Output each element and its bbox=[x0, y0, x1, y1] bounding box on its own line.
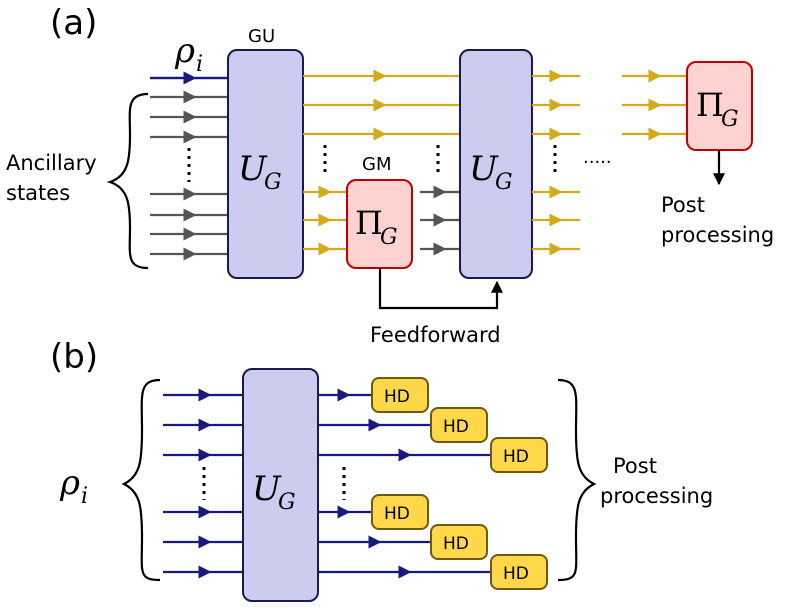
feedforward-arrow bbox=[378, 268, 503, 310]
panel-b-left-brace bbox=[121, 378, 161, 582]
projector-box-1: Π G bbox=[346, 179, 413, 269]
hd-detector-4: HD bbox=[371, 494, 429, 530]
panel-b-input-wires bbox=[163, 388, 243, 579]
feedforward-label: Feedforward bbox=[370, 323, 501, 347]
panel-b-unitary-symbol: U bbox=[252, 469, 282, 509]
hd-2-label: HD bbox=[443, 417, 469, 437]
hd-1-label: HD bbox=[384, 387, 410, 407]
panel-b-unitary-box: U G bbox=[242, 368, 319, 602]
post-processing-a-line2: processing bbox=[661, 223, 774, 247]
hd-3-label: HD bbox=[503, 447, 529, 467]
continuation-dots: ····· bbox=[583, 152, 612, 173]
ancilla-brace bbox=[106, 92, 149, 270]
rho-subscript: i bbox=[196, 52, 203, 77]
panel-a-final-wires bbox=[622, 69, 687, 141]
hd-detector-3: HD bbox=[490, 437, 548, 473]
panel-a-middle-wires bbox=[303, 69, 460, 256]
unitary-box-1: U G bbox=[227, 49, 304, 279]
hd-6-label: HD bbox=[503, 564, 529, 584]
ancillary-label-line2: states bbox=[6, 181, 70, 205]
hd-4-label: HD bbox=[384, 504, 410, 524]
ancillary-label-line1: Ancillary bbox=[6, 151, 97, 175]
hd-5-label: HD bbox=[443, 534, 469, 554]
panel-a-label: (a) bbox=[50, 3, 97, 43]
hd-detector-5: HD bbox=[430, 524, 488, 560]
unitary-2-subscript: G bbox=[495, 170, 513, 195]
rho-symbol: ρ bbox=[174, 31, 195, 71]
projector-2-subscript: G bbox=[721, 107, 739, 132]
panel-a-output-wires bbox=[532, 69, 580, 256]
panel-b-rho-subscript: i bbox=[81, 484, 88, 509]
panel-a-input-state: ρ i bbox=[174, 31, 203, 77]
projector-2-symbol: Π bbox=[696, 86, 724, 124]
panel-b-right-brace bbox=[557, 378, 597, 582]
panel-b-output-wires bbox=[318, 388, 491, 579]
unitary-box-2: U G bbox=[459, 49, 533, 279]
panel-b-label: (b) bbox=[50, 337, 98, 377]
gate-unitary-label: GU bbox=[248, 26, 275, 47]
post-processing-b-line1: Post bbox=[613, 454, 657, 478]
panel-b-input-state: ρ i bbox=[59, 463, 88, 509]
projector-1-symbol: Π bbox=[355, 204, 383, 242]
projector-1-subscript: G bbox=[380, 225, 398, 250]
panel-b-rho-symbol: ρ bbox=[59, 463, 80, 503]
post-processing-b-line2: processing bbox=[600, 484, 713, 508]
hd-detector-2: HD bbox=[430, 407, 488, 443]
gate-measurement-label: GM bbox=[362, 154, 391, 175]
projector-box-2: Π G bbox=[686, 61, 753, 151]
unitary-2-symbol: U bbox=[469, 149, 499, 189]
unitary-1-symbol: U bbox=[238, 149, 268, 189]
panel-b-unitary-subscript: G bbox=[278, 490, 296, 515]
hd-detector-1: HD bbox=[371, 377, 429, 413]
unitary-1-subscript: G bbox=[264, 170, 282, 195]
hd-detector-6: HD bbox=[490, 554, 548, 590]
post-processing-a-line1: Post bbox=[661, 193, 705, 217]
panel-a-input-wires bbox=[150, 71, 228, 261]
